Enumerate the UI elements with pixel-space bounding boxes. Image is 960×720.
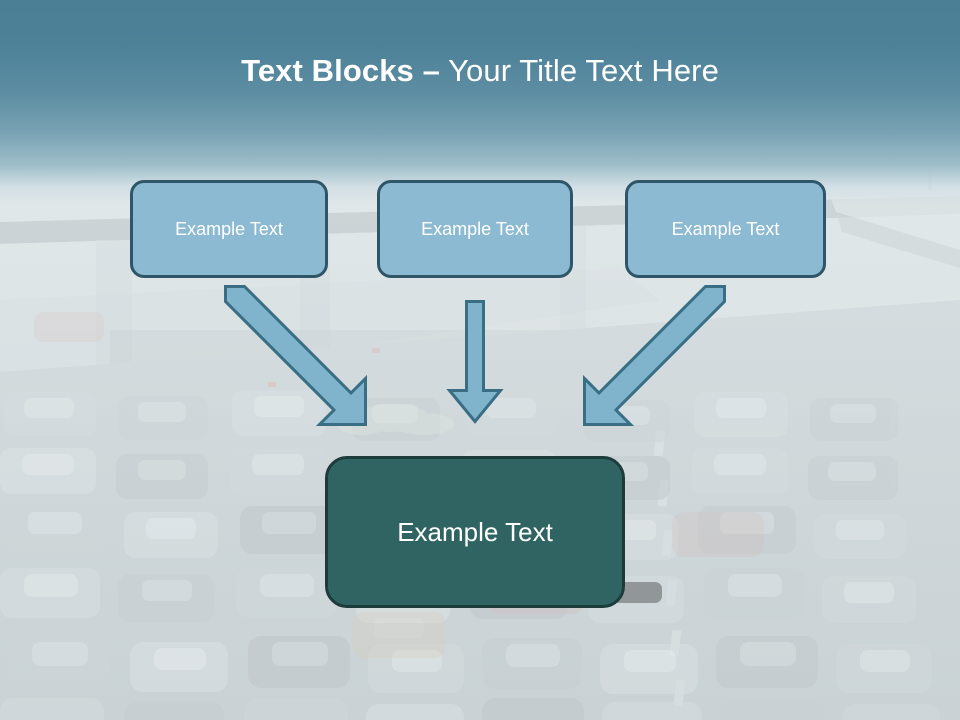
text-block-3[interactable]: Example Text — [625, 180, 826, 278]
result-text-block-label: Example Text — [397, 517, 553, 547]
page-title: Text Blocks – Your Title Text Here — [0, 52, 960, 90]
result-text-block[interactable]: Example Text — [325, 456, 625, 608]
text-block-3-label: Example Text — [671, 219, 780, 239]
text-block-2-label: Example Text — [421, 219, 529, 239]
page-title-light: Your Title Text Here — [439, 53, 719, 88]
text-block-1-label: Example Text — [175, 219, 283, 239]
text-block-2[interactable]: Example Text — [377, 180, 573, 278]
text-block-1[interactable]: Example Text — [130, 180, 328, 278]
page-title-bold: Text Blocks – — [241, 53, 440, 88]
